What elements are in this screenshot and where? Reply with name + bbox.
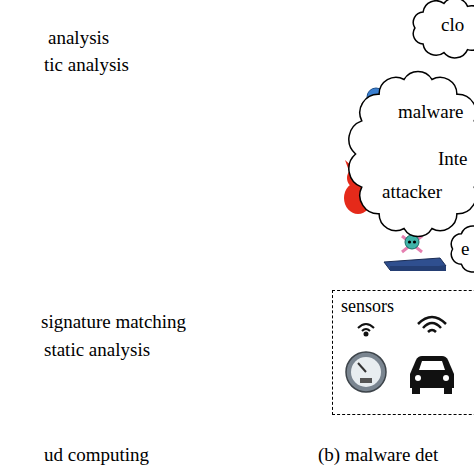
text-label: static analysis [44, 339, 150, 361]
text-label: tic analysis [44, 54, 129, 76]
text-label: malware [398, 101, 463, 123]
cloud-shape [413, 0, 474, 58]
text-label: analysis [48, 27, 109, 49]
gauge-display [360, 378, 372, 383]
wifi-dot [365, 333, 368, 336]
wifi-arc [428, 330, 436, 332]
router-body [384, 258, 446, 270]
skull-eye [413, 240, 416, 243]
cloud-node: clo [405, 0, 474, 60]
skull-icon [402, 235, 422, 252]
text-label: signature matching [41, 311, 186, 333]
wifi-icon [418, 317, 446, 332]
cloud-node: Inte [338, 56, 474, 252]
router-icon [384, 258, 446, 271]
cloud-outline [446, 224, 474, 274]
wifi-arc [358, 324, 374, 328]
node-label: e [461, 238, 469, 260]
node-label: clo [441, 14, 464, 36]
gauge-rim [346, 352, 386, 392]
gauge-needle [358, 363, 366, 372]
sensor-group: sensors [332, 290, 474, 415]
gauge-icon [346, 352, 386, 392]
wifi-arc [423, 323, 441, 328]
router-front [390, 266, 446, 271]
cloud-shape [451, 226, 474, 272]
crossbones [402, 236, 422, 252]
car-body [410, 356, 454, 388]
node-label: sensors [341, 295, 394, 317]
car-light [415, 375, 421, 381]
text-label: attacker [382, 181, 442, 203]
wifi-arc [362, 329, 370, 331]
car-light [443, 375, 449, 381]
gauge-face [351, 357, 381, 387]
text-label: ud computing [44, 444, 149, 466]
cloud-node: e [446, 224, 474, 274]
car-wheel [412, 387, 420, 394]
figure-caption: (b) malware det [318, 444, 438, 466]
car-icon [410, 356, 454, 394]
node-label: Inte [438, 148, 468, 170]
wifi-icon [358, 324, 374, 336]
cloud-shape [349, 72, 474, 237]
car-window [419, 361, 445, 370]
skull-eye [408, 240, 411, 243]
car-wheel [444, 387, 452, 394]
